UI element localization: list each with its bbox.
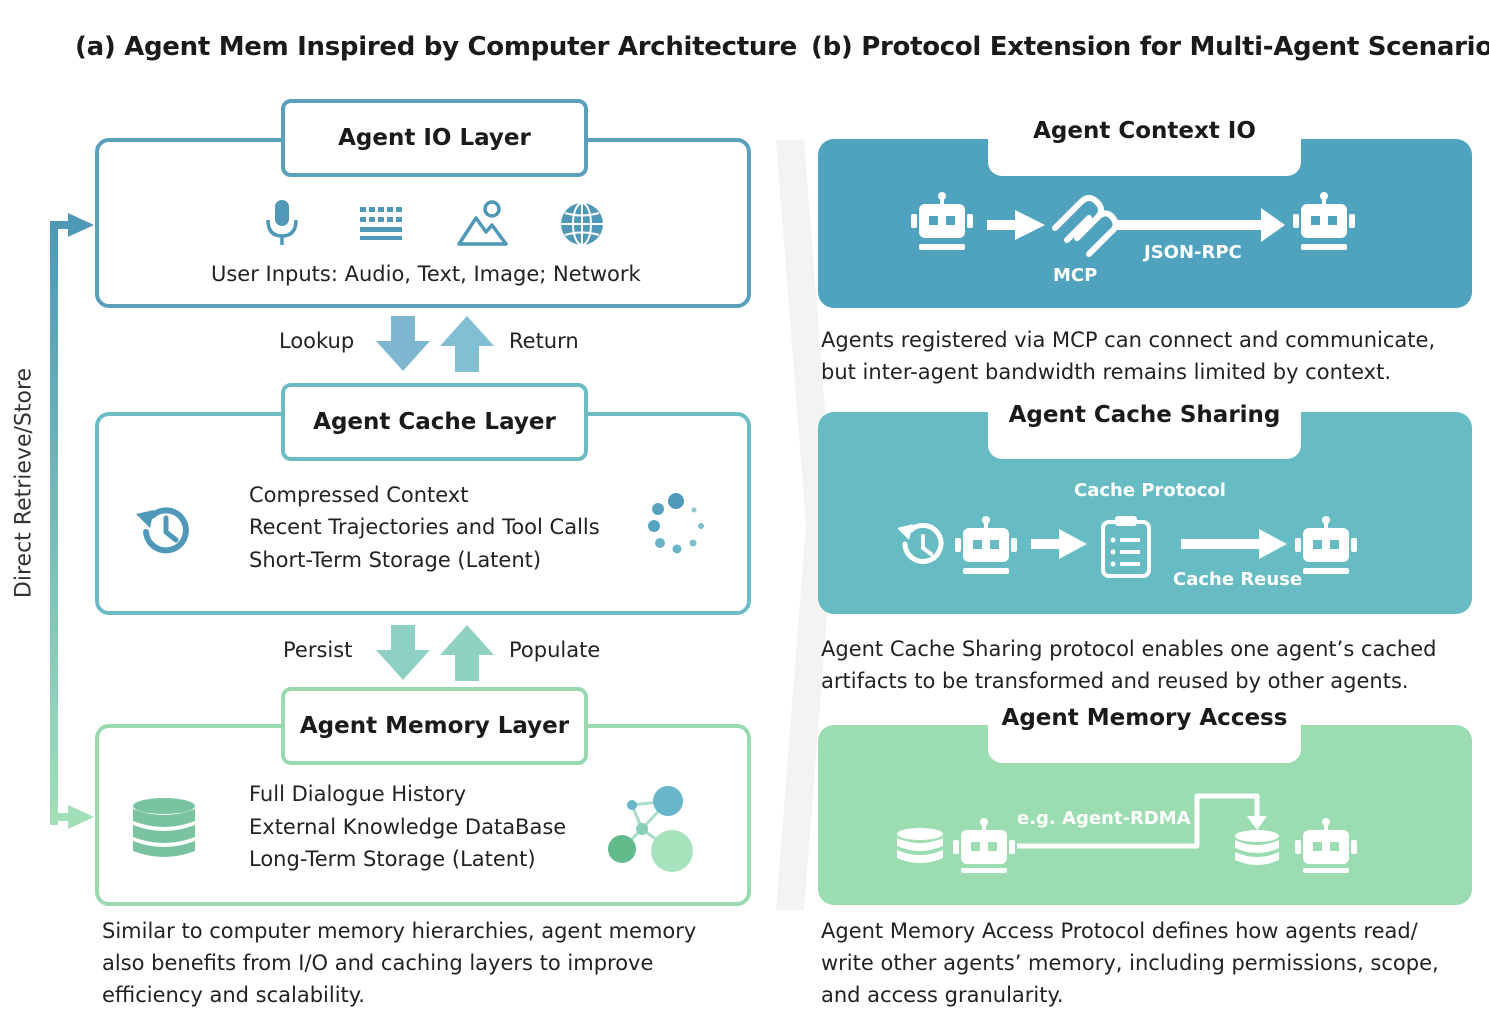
persist-arrow (376, 625, 430, 680)
lookup-arrow (376, 316, 430, 371)
persist-label: Persist (283, 638, 353, 662)
robot-icon (911, 192, 973, 250)
database-icon (133, 798, 195, 857)
globe-icon (561, 202, 603, 246)
direct-retrieve-label: Direct Retrieve/Store (11, 367, 37, 599)
return-label: Return (509, 329, 579, 353)
left-description: Similar to computer memory hierarchies, … (102, 919, 697, 1007)
context-io-title: Agent Context IO (988, 118, 1301, 176)
json-rpc-label: JSON-RPC (1144, 242, 1242, 263)
history-icon (136, 507, 189, 554)
memory-access-description: Agent Memory Access Protocol defines how… (821, 919, 1439, 1007)
io-layer-title: Agent IO Layer (281, 99, 588, 177)
cache-protocol-label: Cache Protocol (1074, 480, 1226, 501)
populate-arrow (440, 625, 494, 681)
io-layer-caption: User Inputs: Audio, Text, Image; Network (211, 262, 641, 286)
cache-sharing-description: Agent Cache Sharing protocol enables one… (821, 637, 1437, 693)
populate-label: Populate (509, 638, 601, 662)
direct-retrieve-bracket (50, 213, 94, 829)
mcp-label: MCP (1053, 265, 1098, 286)
right-title: (b) Protocol Extension for Multi-Agent S… (811, 32, 1489, 62)
return-arrow (440, 316, 494, 372)
cache-sharing-title: Agent Cache Sharing (988, 402, 1301, 459)
cache-layer-title: Agent Cache Layer (281, 383, 588, 461)
cache-line-2: Recent Trajectories and Tool Calls (249, 515, 600, 539)
memory-line-2: External Knowledge DataBase (249, 815, 567, 839)
knowledge-graph-icon (608, 786, 693, 872)
cache-reuse-label: Cache Reuse (1173, 569, 1303, 590)
cache-sharing-flow (897, 516, 1357, 578)
keyboard-icon (360, 207, 402, 240)
microphone-icon (266, 200, 298, 245)
cache-line-3: Short-Term Storage (Latent) (249, 548, 542, 572)
memory-line-3: Long-Term Storage (Latent) (249, 847, 536, 871)
context-io-description: Agents registered via MCP can connect an… (821, 328, 1436, 384)
memory-layer-title: Agent Memory Layer (281, 687, 588, 765)
rdma-label: e.g. Agent-RDMA (1017, 808, 1191, 829)
loading-spinner-icon (648, 493, 704, 554)
memory-access-title: Agent Memory Access (988, 705, 1301, 763)
memory-access-flow (897, 793, 1357, 873)
memory-line-1: Full Dialogue History (249, 782, 467, 806)
left-title: (a) Agent Mem Inspired by Computer Archi… (75, 32, 797, 62)
lookup-label: Lookup (279, 329, 355, 353)
image-icon (457, 200, 508, 246)
context-io-flow (911, 192, 1355, 257)
cache-line-1: Compressed Context (249, 483, 469, 507)
